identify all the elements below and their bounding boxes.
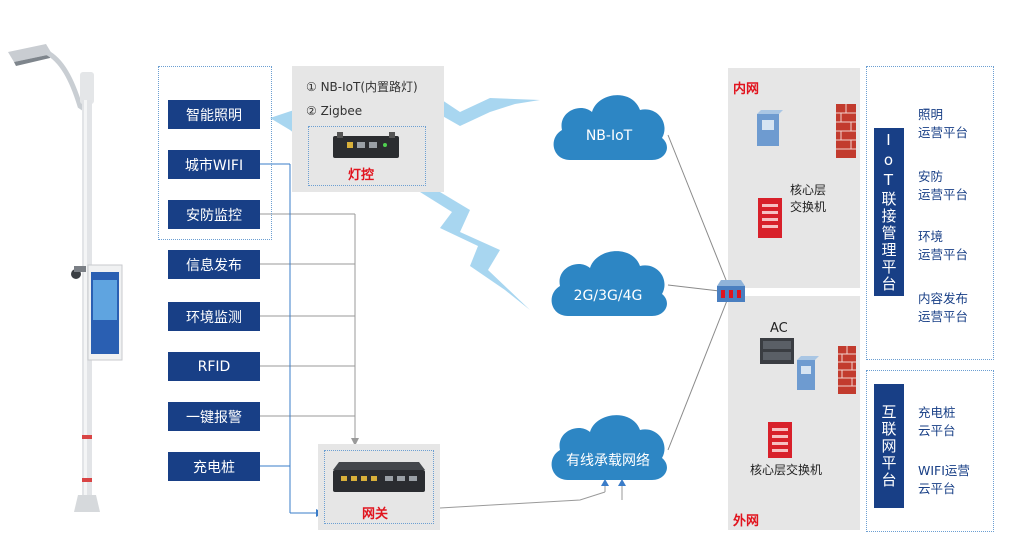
light-control-panel bbox=[292, 66, 444, 192]
iot-platform-item-security: 安防 运营平台 bbox=[918, 169, 969, 202]
function-alarm: 一键报警 bbox=[168, 402, 260, 431]
smart-pole-illustration bbox=[8, 44, 123, 512]
cloud-wired bbox=[551, 415, 667, 480]
cloud-nbiot bbox=[553, 95, 667, 160]
function-security: 安防监控 bbox=[168, 200, 260, 229]
intranet-server-icon bbox=[757, 110, 783, 146]
function-env: 环境监测 bbox=[168, 302, 260, 331]
extranet-core-switch-icon bbox=[768, 422, 792, 458]
internet-platform-item-charge: 充电桩 云平台 bbox=[918, 405, 956, 438]
gateway-label: 网关 bbox=[362, 507, 389, 522]
extranet-server-icon bbox=[797, 356, 819, 390]
internet-platform-box bbox=[866, 370, 994, 532]
intranet-core-switch-icon bbox=[758, 198, 782, 238]
extranet-panel bbox=[728, 296, 860, 530]
central-switch-icon bbox=[717, 280, 745, 302]
internet-platform-title: 互联网平台 bbox=[874, 384, 904, 508]
intranet-title: 内网 bbox=[733, 82, 760, 97]
internet-platform-item-wifi: WIFI运营 云平台 bbox=[918, 463, 970, 496]
light-controller-box bbox=[308, 126, 426, 186]
extranet-title: 外网 bbox=[733, 514, 760, 529]
extranet-switch-label: 核心层交换机 bbox=[750, 463, 823, 477]
function-rfid: RFID bbox=[168, 352, 260, 381]
protocol-zigbee: ② Zigbee bbox=[306, 104, 363, 118]
cloud-cellular-label: 2G/3G/4G bbox=[573, 288, 643, 304]
extranet-firewall-icon bbox=[838, 346, 856, 394]
protocol-nbiot: ① NB-IoT(内置路灯) bbox=[306, 80, 418, 94]
light-control-label: 灯控 bbox=[348, 168, 375, 183]
iot-platform-title: IoT联接管理平台 bbox=[874, 128, 904, 296]
intranet-switch-label: 核心层 交换机 bbox=[790, 183, 827, 214]
cloud-nbiot-label: NB-IoT bbox=[585, 128, 633, 144]
iot-platform-item-lighting: 照明 运营平台 bbox=[918, 107, 969, 140]
cloud-wired-label: 有线承载网络 bbox=[566, 453, 650, 469]
gateway-box bbox=[324, 450, 434, 524]
function-wifi: 城市WIFI bbox=[168, 150, 260, 179]
intranet-firewall-icon bbox=[836, 104, 856, 158]
function-info: 信息发布 bbox=[168, 250, 260, 279]
intranet-panel bbox=[728, 68, 860, 288]
ac-device-icon bbox=[760, 338, 794, 364]
function-charge: 充电桩 bbox=[168, 452, 260, 481]
ac-label: AC bbox=[770, 321, 788, 336]
light-controller-device-icon bbox=[333, 132, 399, 158]
function-lighting: 智能照明 bbox=[168, 100, 260, 129]
iot-platform-item-content: 内容发布 运营平台 bbox=[918, 291, 969, 324]
sensing-group-box bbox=[158, 66, 272, 240]
gateway-device-icon bbox=[333, 462, 425, 492]
iot-platform-item-env: 环境 运营平台 bbox=[918, 229, 969, 262]
cloud-cellular bbox=[551, 251, 667, 316]
wireless-signal-bottom bbox=[420, 186, 530, 310]
iot-platform-box bbox=[866, 66, 994, 360]
